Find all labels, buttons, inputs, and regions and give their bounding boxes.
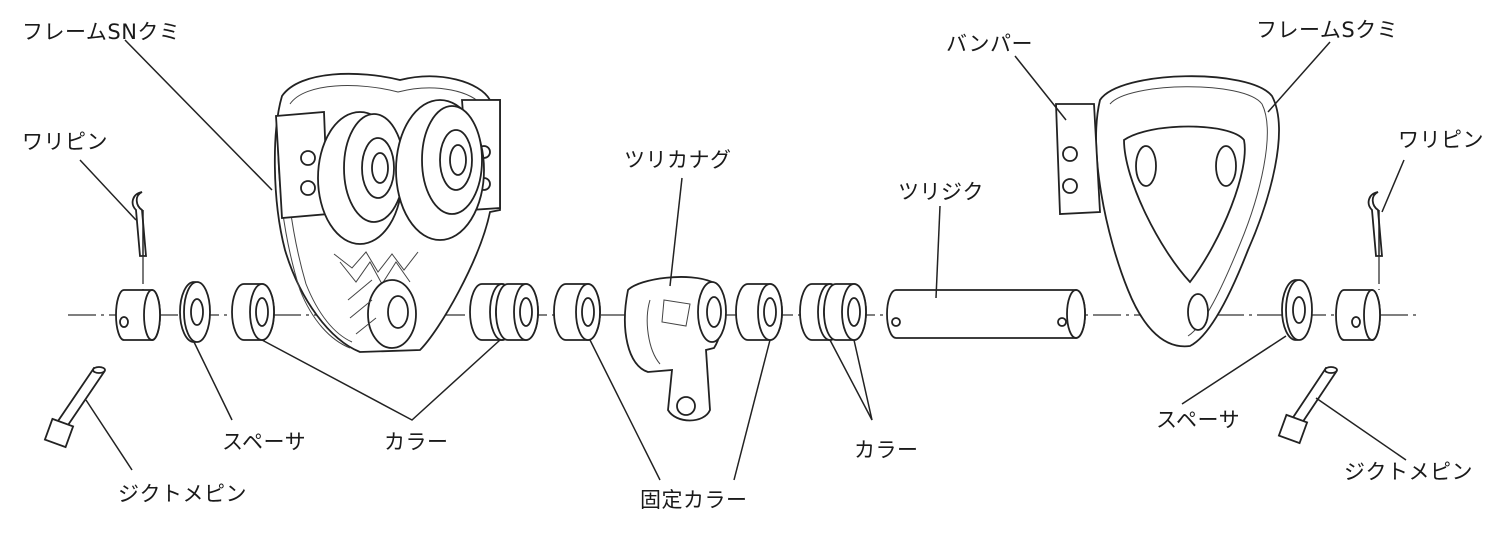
label-collar-right: カラー xyxy=(854,438,919,462)
label-split-pin-right: ワリピン xyxy=(1398,128,1484,152)
collar-left-2 xyxy=(470,284,538,340)
collar-right xyxy=(800,284,866,340)
label-split-pin-left: ワリピン xyxy=(22,130,108,154)
fixed-collar-right xyxy=(736,284,782,340)
fixed-collar-left xyxy=(554,284,600,340)
hanger-shaft xyxy=(887,290,1085,338)
end-sleeve-right xyxy=(1336,290,1380,340)
collar-left-1 xyxy=(232,284,274,340)
label-axle-pin-left: ジクトメピン xyxy=(118,482,247,506)
label-spacer-right: スペーサ xyxy=(1156,408,1241,432)
label-bumper: バンパー xyxy=(946,32,1034,56)
axle-pin-left xyxy=(45,367,105,447)
label-frame-s: フレームSクミ xyxy=(1256,18,1399,42)
label-axle-pin-right: ジクトメピン xyxy=(1344,460,1473,484)
axle-pin-right xyxy=(1279,367,1337,443)
hanger-bracket xyxy=(625,277,726,421)
label-frame-sn: フレームSNクミ xyxy=(22,20,181,44)
label-hanger-shaft: ツリジク xyxy=(898,180,984,204)
spacer-washer-right xyxy=(1282,280,1312,340)
frame-s-assembly xyxy=(1056,76,1279,346)
leader-lines xyxy=(80,40,1406,480)
frame-sn-assembly xyxy=(275,74,500,352)
label-fixed-collar: 固定カラー xyxy=(640,488,748,512)
spacer-washer-left xyxy=(180,282,210,342)
split-pin-left xyxy=(133,192,146,290)
label-collar-left: カラー xyxy=(384,430,449,454)
end-sleeve-left xyxy=(116,290,160,340)
label-spacer-left: スペーサ xyxy=(222,430,307,454)
split-pin-right xyxy=(1369,192,1382,290)
label-hanger: ツリカナグ xyxy=(624,148,732,172)
